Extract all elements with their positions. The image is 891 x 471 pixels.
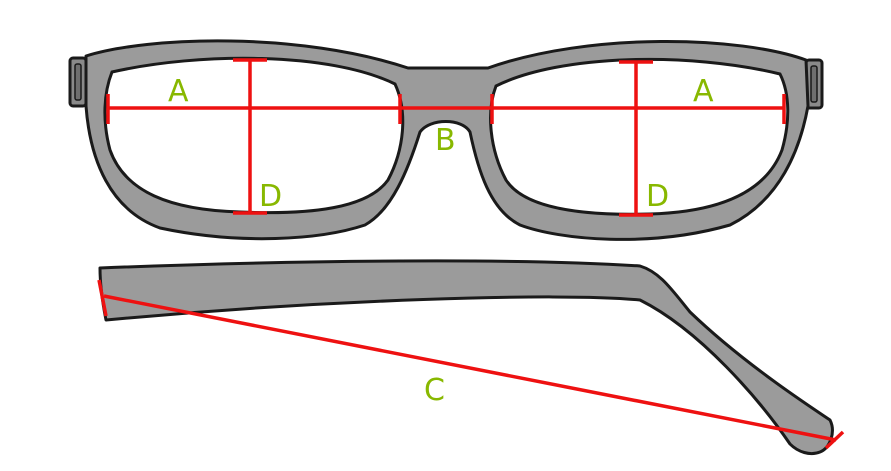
right-lens <box>489 57 790 216</box>
temple-arm <box>98 259 834 456</box>
temple-length-line <box>103 294 837 442</box>
label-bridge-width: B <box>435 123 456 158</box>
label-lens-width-right: A <box>693 74 714 109</box>
measurement-labels: A A B D D C <box>168 74 714 408</box>
label-lens-height-right: D <box>646 179 669 214</box>
label-lens-width-left: A <box>168 74 189 109</box>
left-lens <box>103 56 405 215</box>
temple-length-tick-start <box>97 279 108 317</box>
left-hinge-slot <box>74 63 82 101</box>
right-hinge-slot <box>810 65 818 103</box>
temple-length-tick-end <box>824 430 845 450</box>
label-temple-length: C <box>424 373 445 408</box>
label-lens-height-left: D <box>259 179 282 214</box>
glasses-front-frame <box>68 39 824 241</box>
measurement-lines <box>97 58 845 450</box>
